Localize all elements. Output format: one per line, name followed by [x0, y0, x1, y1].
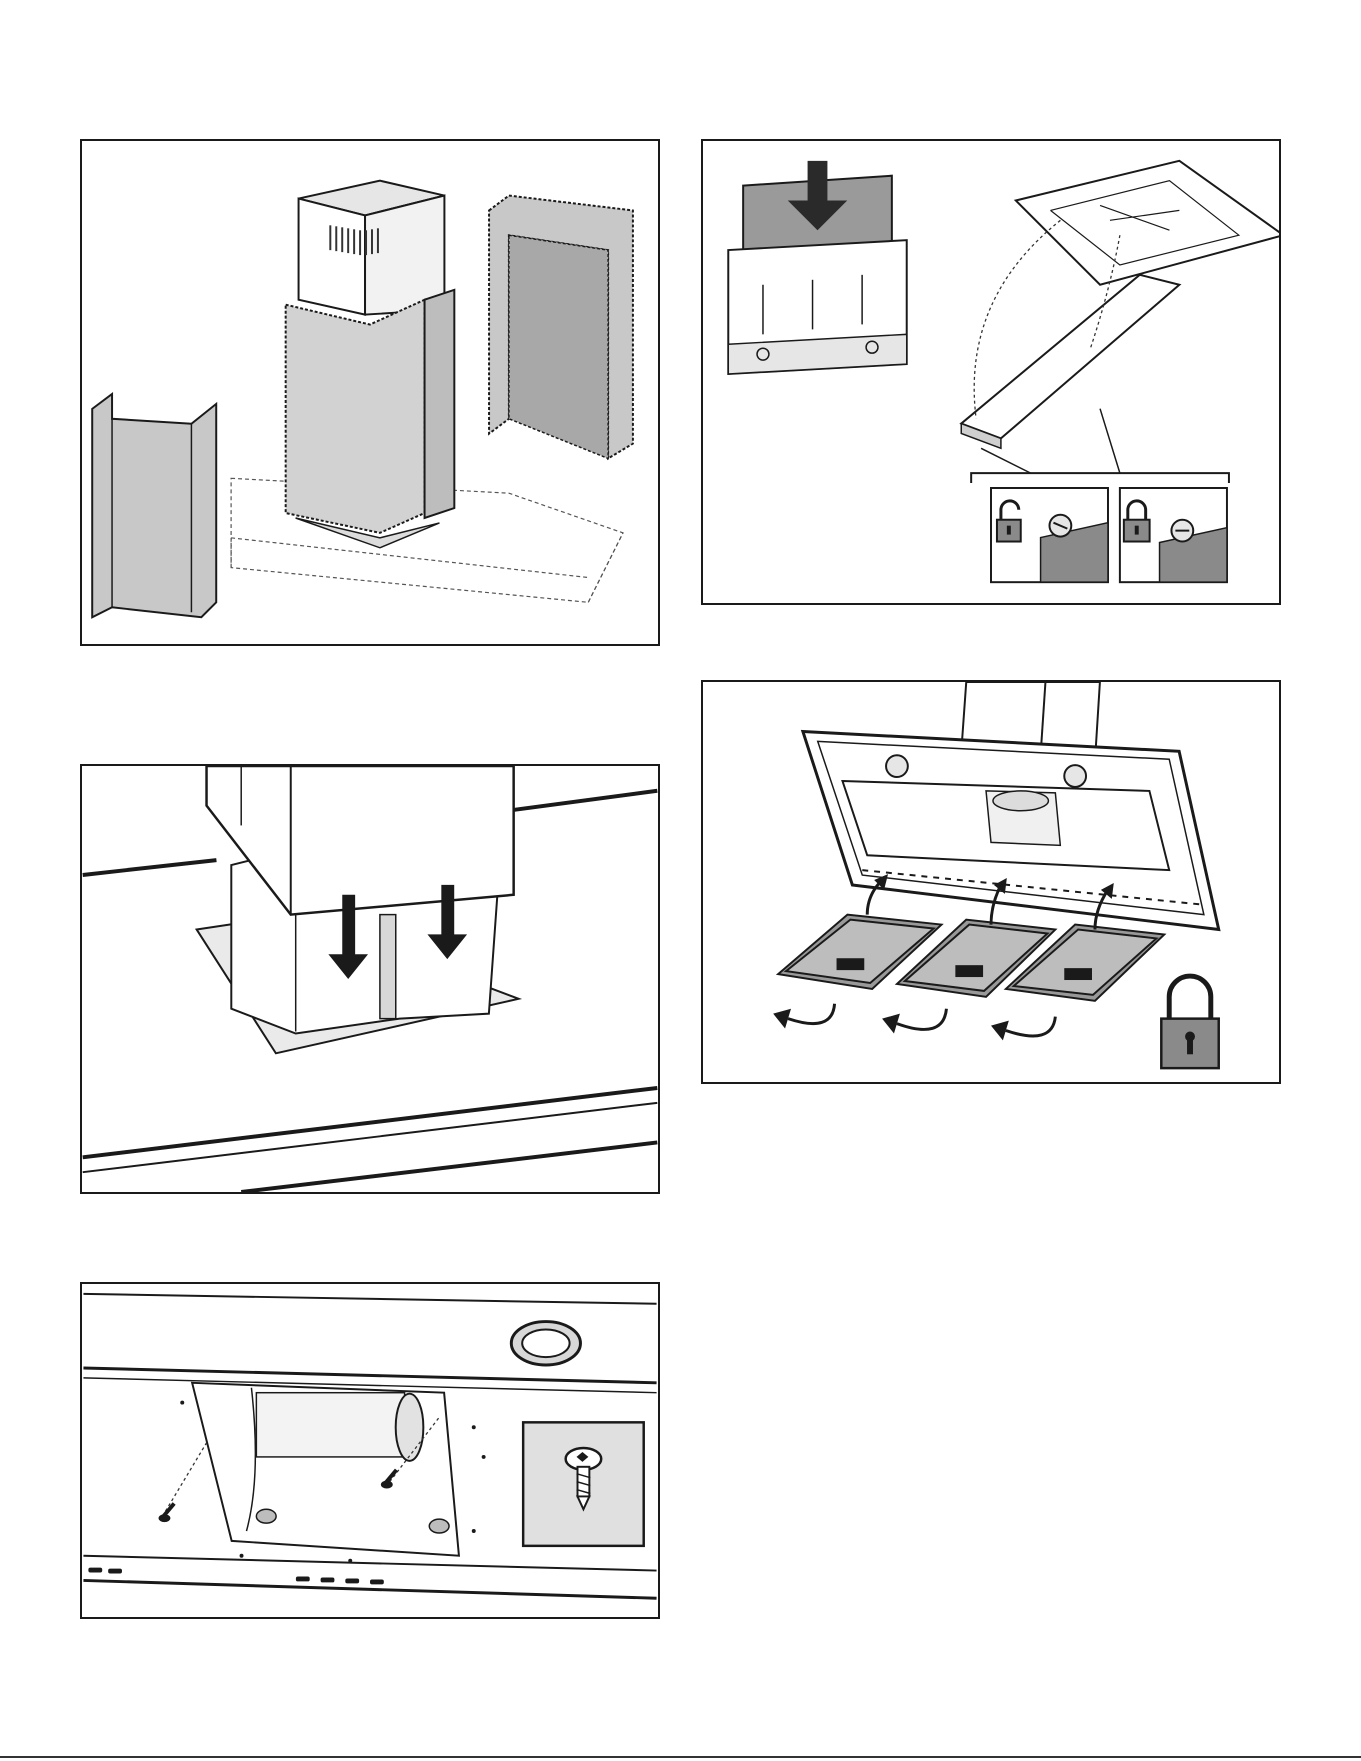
figure-grease-filter-lock [701, 139, 1281, 605]
fan-housing-screws-illustration [82, 1284, 658, 1617]
filters-install-lock-illustration [703, 682, 1279, 1082]
figure-chimney-covers [80, 139, 660, 646]
filter-frame-lock-illustration [703, 141, 1279, 603]
chimney-lowering-arrows-illustration [82, 766, 658, 1192]
page-bottom-rule [0, 1756, 1361, 1758]
figure-chimney-lower [80, 764, 660, 1194]
figure-filters-install [701, 680, 1281, 1084]
screw-detail-icon [523, 1422, 644, 1546]
figure-fan-screws [80, 1282, 660, 1619]
lock-padlock-icon [1161, 976, 1218, 1068]
chimney-cover-assembly-illustration [82, 141, 658, 644]
